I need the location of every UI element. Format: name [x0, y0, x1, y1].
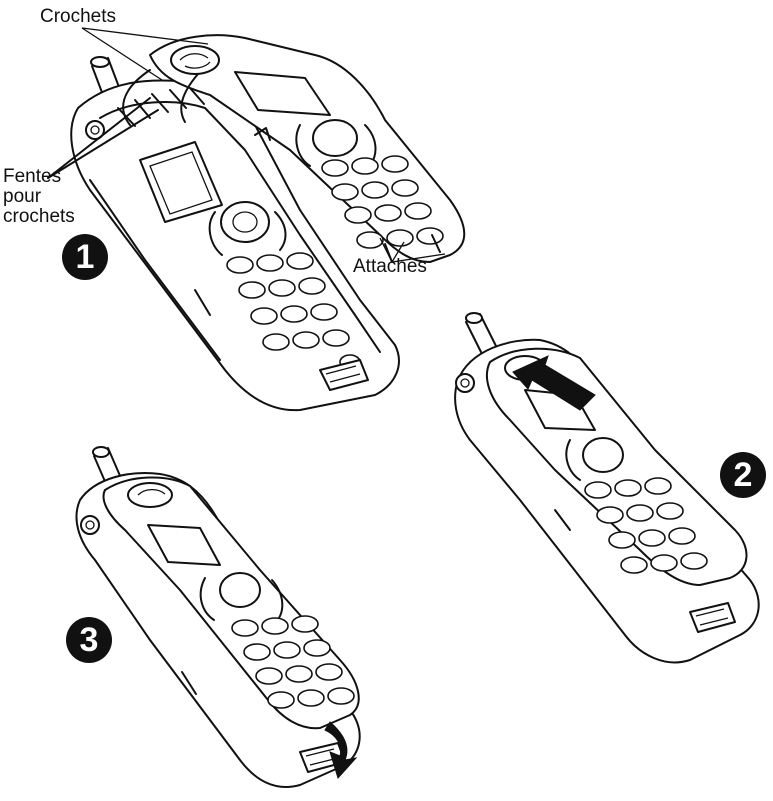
slots-label-line-1: Fentes	[3, 166, 62, 187]
slots-label-line-2: pour	[3, 186, 42, 207]
latches-label: Attaches	[353, 256, 427, 277]
step-3-badge: 3	[66, 617, 112, 663]
hooks-label: Crochets	[40, 6, 117, 27]
slots-label-line-3: crochets	[3, 206, 75, 227]
step-2-badge: 2	[720, 452, 766, 498]
callout-lines	[47, 27, 446, 263]
phone-2-handset	[454, 312, 760, 664]
phone-1-handset	[70, 56, 400, 412]
phone-1-faceplate	[149, 34, 466, 263]
phone-3-handset	[75, 446, 361, 788]
snap-down-arrow	[324, 721, 358, 779]
step-1-badge: 1	[62, 234, 108, 280]
slide-up-arrow	[512, 355, 596, 411]
